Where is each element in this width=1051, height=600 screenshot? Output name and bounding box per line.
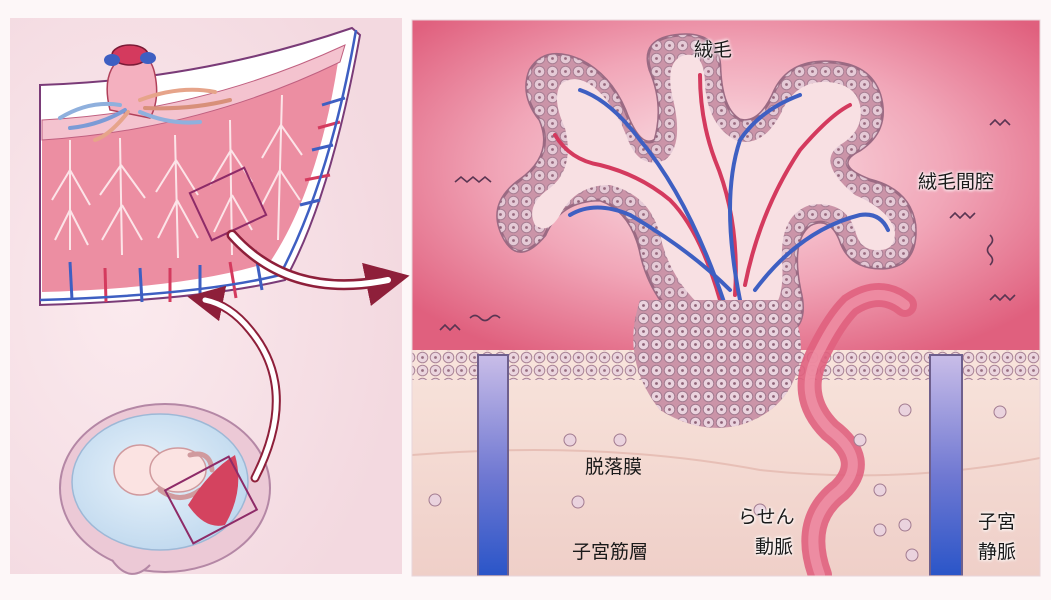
label-villus: 絨毛 — [694, 38, 732, 62]
label-uterine-vein-line2: 静脈 — [978, 540, 1016, 564]
magnified-view — [412, 20, 1040, 576]
label-decidua: 脱落膜 — [585, 455, 642, 479]
label-uterine-vein-line1: 子宮 — [978, 510, 1016, 534]
label-myometrium: 子宮筋層 — [572, 540, 648, 564]
label-intervillous-space: 絨毛間腔 — [918, 170, 994, 194]
label-spiral-artery-line2: 動脈 — [755, 535, 793, 559]
uterus-with-fetus — [60, 404, 270, 574]
label-spiral-artery-line1: らせん — [738, 505, 795, 529]
